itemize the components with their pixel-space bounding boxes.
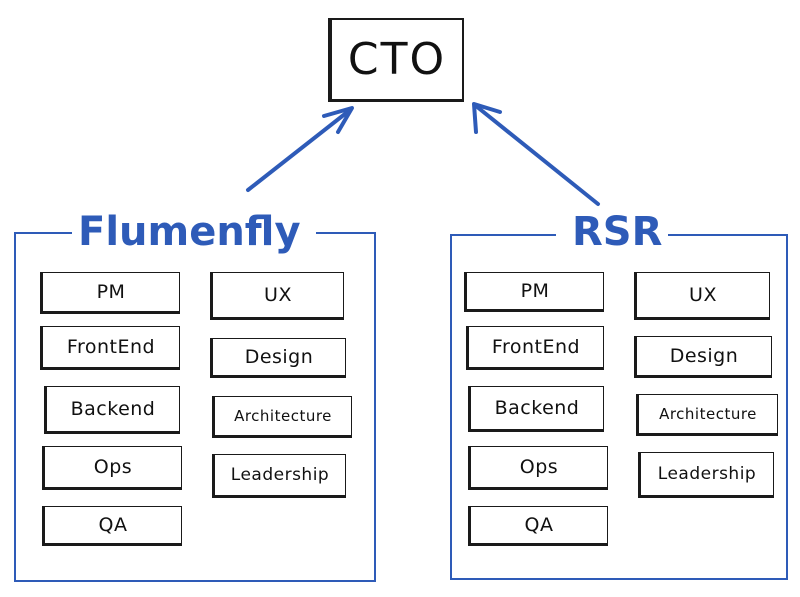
role-design: Design <box>210 338 346 378</box>
group-rsr <box>450 234 788 580</box>
role-ops: Ops <box>42 446 182 490</box>
role-ux: UX <box>634 272 770 320</box>
role-frontend: FrontEnd <box>466 326 604 370</box>
role-ops: Ops <box>468 446 608 490</box>
role-qa: QA <box>42 506 182 546</box>
role-leadership: Leadership <box>638 452 774 498</box>
role-architecture: Architecture <box>212 396 352 438</box>
role-design: Design <box>634 336 772 378</box>
arrow-rsr-to-cto <box>474 104 600 206</box>
role-leadership: Leadership <box>212 454 346 498</box>
group-title-rsr: RSR <box>566 212 669 252</box>
cto-label: CTO <box>347 34 447 85</box>
arrowhead-right <box>472 102 502 134</box>
role-ux: UX <box>210 272 344 320</box>
role-backend: Backend <box>468 386 604 432</box>
group-title-flumenfly: Flumenfly <box>72 212 307 252</box>
arrow-flumenfly-to-cto <box>246 108 352 192</box>
cto-box: CTO <box>328 18 464 102</box>
role-architecture: Architecture <box>636 394 778 436</box>
role-qa: QA <box>468 506 608 546</box>
role-pm: PM <box>464 272 604 312</box>
role-pm: PM <box>40 272 180 314</box>
role-backend: Backend <box>44 386 180 434</box>
group-flumenfly <box>14 232 376 582</box>
role-frontend: FrontEnd <box>40 326 180 370</box>
arrowhead-left <box>322 106 354 134</box>
